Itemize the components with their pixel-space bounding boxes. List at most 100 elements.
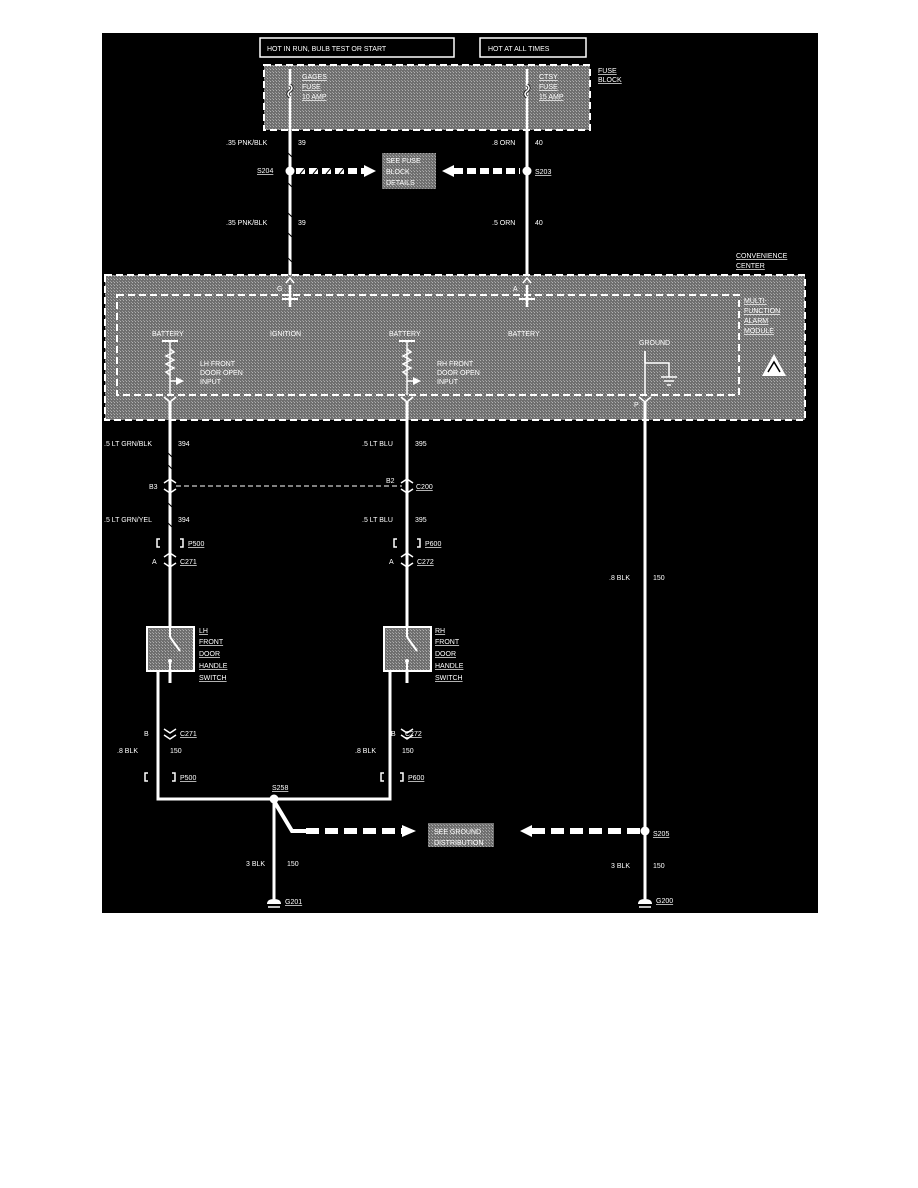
convenience-center-label-2: CENTER — [736, 263, 765, 270]
header-hot-all-times-text: HOT AT ALL TIMES — [488, 46, 550, 53]
module-name-4: MODULE — [744, 328, 774, 335]
ground-icon — [267, 899, 281, 904]
wire-gauge-label: .5 ORN — [492, 220, 515, 227]
wire-gauge-label: 3 BLK — [611, 863, 630, 870]
battery-label: BATTERY — [508, 331, 540, 338]
wire-gauge-label: .8 BLK — [355, 748, 376, 755]
connector-c200-label: C200 — [416, 484, 433, 491]
switch-label-5: SWITCH — [435, 675, 463, 682]
connector-p600-label: P600 — [425, 541, 441, 548]
connector-icon — [400, 478, 414, 494]
pass-through-icon — [156, 538, 184, 548]
wire-circuit-label: 150 — [170, 748, 182, 755]
connector-icon — [163, 478, 177, 494]
module-name-3: ALARM — [744, 318, 768, 325]
convenience-center-label: CONVENIENCE — [736, 253, 788, 260]
arrow-left-icon — [520, 825, 532, 837]
pin-g-label: G — [277, 286, 282, 293]
pin-a-label: A — [513, 286, 518, 293]
switch-label-3: DOOR — [435, 651, 456, 658]
switch-label-4: HANDLE — [435, 663, 464, 670]
pin-p-label: P — [634, 402, 639, 409]
arrow-left-icon — [442, 165, 454, 177]
pass-through-icon — [144, 772, 176, 782]
switch-label-2: FRONT — [435, 639, 460, 646]
connector-pin-b3: B3 — [149, 484, 158, 491]
gages-fuse-rating: 10 AMP — [302, 94, 327, 101]
wire-gauge-label: .8 BLK — [117, 748, 138, 755]
lh-input-label-2: DOOR OPEN — [200, 370, 243, 377]
ctsy-fuse-label-2: FUSE — [539, 84, 558, 91]
wire-circuit-label: 40 — [535, 220, 543, 227]
fuse-block-label-2: BLOCK — [598, 77, 622, 84]
connector-icon — [400, 552, 414, 568]
header-hot-all-times: HOT AT ALL TIMES — [479, 37, 587, 58]
ground-g200: G200 — [638, 898, 673, 908]
connector-p500-label: P500 — [188, 541, 204, 548]
lh-door-handle-switch: LH FRONT DOOR HANDLE SWITCH — [146, 626, 228, 682]
wire-gauge-label: .35 PNK/BLK — [226, 140, 268, 147]
arrow-right-icon — [364, 165, 376, 177]
ground-icon — [638, 899, 652, 904]
header-hot-run: HOT IN RUN, BULB TEST OR START — [259, 37, 455, 58]
wire-circuit-label: 39 — [298, 220, 306, 227]
connector-c271-label: C271 — [180, 731, 197, 738]
esd-warning-icon — [762, 354, 786, 376]
wiring-diagram: HOT IN RUN, BULB TEST OR START HOT AT AL… — [102, 33, 818, 913]
see-fuse-text-2: BLOCK — [386, 169, 410, 176]
connector-pin-a: A — [152, 559, 157, 566]
wire-39: .35 PNK/BLK 39 .35 PNK/BLK 39 — [226, 130, 306, 278]
connector-c200: B3 B2 C200 — [149, 478, 433, 494]
rh-door-handle-switch: RH FRONT DOOR HANDLE SWITCH — [383, 626, 464, 682]
lh-input-label: LH FRONT — [200, 361, 236, 368]
resistor-icon — [401, 348, 413, 376]
wire-gauge-label: .5 LT BLU — [362, 441, 393, 448]
fuse-block: FUSE BLOCK GAGES FUSE 10 AMP CTSY FUSE 1… — [263, 64, 622, 131]
header-hot-run-text: HOT IN RUN, BULB TEST OR START — [267, 46, 387, 53]
see-fuse-text: SEE FUSE — [386, 158, 421, 165]
connector-upper-rh: P600 A C272 — [389, 538, 441, 568]
connector-p500-label: P500 — [180, 775, 196, 782]
wire-circuit-label: 150 — [287, 861, 299, 868]
wire-circuit-label: 39 — [298, 140, 306, 147]
gages-fuse-label: GAGES — [302, 74, 327, 81]
connector-lower-lh: B C271 .8 BLK 150 P500 — [117, 728, 197, 782]
splice-s203: S203 — [522, 166, 551, 176]
battery-label: BATTERY — [389, 331, 421, 338]
connector-icon — [163, 728, 177, 740]
wire-gauge-label: .35 PNK/BLK — [226, 220, 268, 227]
connector-pin-b2: B2 — [386, 478, 395, 485]
arrow-right-icon — [402, 825, 416, 837]
wiring-diagram-canvas: HOT IN RUN, BULB TEST OR START HOT AT AL… — [102, 33, 818, 913]
wire-circuit-label: 395 — [415, 441, 427, 448]
gages-fuse-label-2: FUSE — [302, 84, 321, 91]
wire-circuit-label: 150 — [653, 575, 665, 582]
connector-pin-b: B — [144, 731, 149, 738]
alarm-module: MULTI- FUNCTION ALARM MODULE G A IGNITIO… — [116, 276, 786, 409]
connector-icon — [163, 552, 177, 568]
wire-circuit-label: 395 — [415, 517, 427, 524]
ground-bus: S258 3 BLK 150 — [156, 671, 416, 899]
module-name: MULTI- — [744, 298, 767, 305]
resistor-icon — [164, 348, 176, 376]
switch-label-2: FRONT — [199, 639, 224, 646]
ground-g200-label: G200 — [656, 898, 673, 905]
wire-gauge-label: .5 LT GRN/BLK — [104, 441, 152, 448]
rh-input-label: RH FRONT — [437, 361, 474, 368]
connector-c271-label: C271 — [180, 559, 197, 566]
module-ground-wire: .8 BLK 150 S205 3 BLK 150 — [609, 402, 669, 899]
connector-lower-rh: B C272 .8 BLK 150 P600 — [355, 728, 424, 782]
lh-input-label-3: INPUT — [200, 379, 222, 386]
wire-gauge-label: .8 BLK — [609, 575, 630, 582]
wire-gauge-label: .5 LT BLU — [362, 517, 393, 524]
fuse-block-label: FUSE — [598, 68, 617, 75]
connector-pin-a: A — [389, 559, 394, 566]
splice-s205-dot — [640, 826, 650, 836]
splice-s204: S204 — [257, 166, 295, 176]
connector-c272-label: C272 — [405, 731, 422, 738]
see-ground-link: SEE GROUND DISTRIBUTION — [428, 823, 640, 847]
ignition-label: IGNITION — [270, 331, 301, 338]
splice-s204-label: S204 — [257, 168, 273, 175]
rh-input-label-2: DOOR OPEN — [437, 370, 480, 377]
wire-circuit-label: 40 — [535, 140, 543, 147]
